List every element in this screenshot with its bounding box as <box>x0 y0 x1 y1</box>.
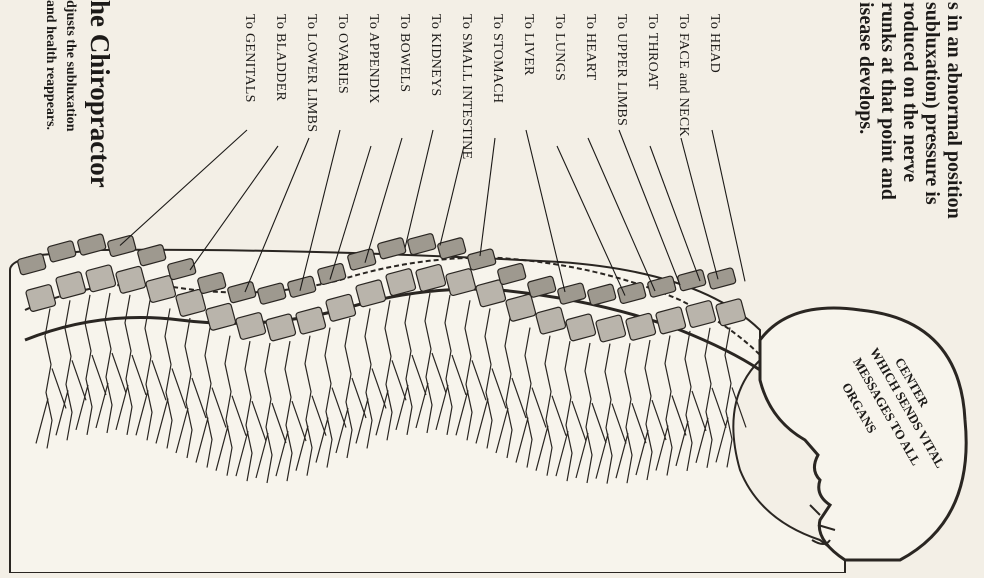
label-upper-limbs: To UPPER LIMBS <box>613 14 629 126</box>
label-liver: To LIVER <box>520 14 536 76</box>
intro-line-5: isease develops. <box>854 2 877 134</box>
label-ovaries: To OVARIES <box>334 14 350 94</box>
intro-line-2: subluxation) pressure is <box>920 2 943 205</box>
chiropractor-line-2: and health reappears. <box>42 0 58 130</box>
label-heart: To HEART <box>582 14 598 80</box>
label-pointer <box>405 130 433 248</box>
intro-line-1: s in an abnormal position <box>942 2 965 219</box>
label-pointer <box>120 130 247 245</box>
chiropractor-line-1: djusts the subluxation <box>62 0 78 132</box>
label-pointer <box>681 138 718 279</box>
label-pointer <box>480 138 495 256</box>
spinous-process <box>407 233 436 255</box>
label-pointer <box>619 130 680 285</box>
label-small-intestine: To SMALL INTESTINE <box>458 14 474 159</box>
chiropractor-title: he Chiropractor <box>84 0 115 188</box>
label-lungs: To LUNGS <box>551 14 567 81</box>
label-pointer <box>440 146 464 245</box>
label-stomach: To STOMACH <box>489 14 505 103</box>
label-bladder: To BLADDER <box>272 14 288 101</box>
label-genitals: To GENITALS <box>241 14 257 103</box>
label-head: To HEAD <box>706 14 722 73</box>
spinous-process <box>707 267 736 289</box>
label-pointer <box>650 146 700 281</box>
intro-line-4: runks at that point and <box>876 2 899 200</box>
label-throat: To THROAT <box>644 14 660 90</box>
label-appendix: To APPENDIX <box>365 14 381 104</box>
label-lower-limbs: To LOWER LIMBS <box>303 14 319 132</box>
label-face-neck: To FACE and NECK <box>675 14 691 137</box>
intro-line-3: roduced on the nerve <box>898 2 921 182</box>
label-bowels: To BOWELS <box>396 14 412 92</box>
spinous-process <box>677 269 706 291</box>
label-kidneys: To KIDNEYS <box>427 14 443 97</box>
head-outline <box>760 308 966 560</box>
label-pointer <box>712 130 745 281</box>
